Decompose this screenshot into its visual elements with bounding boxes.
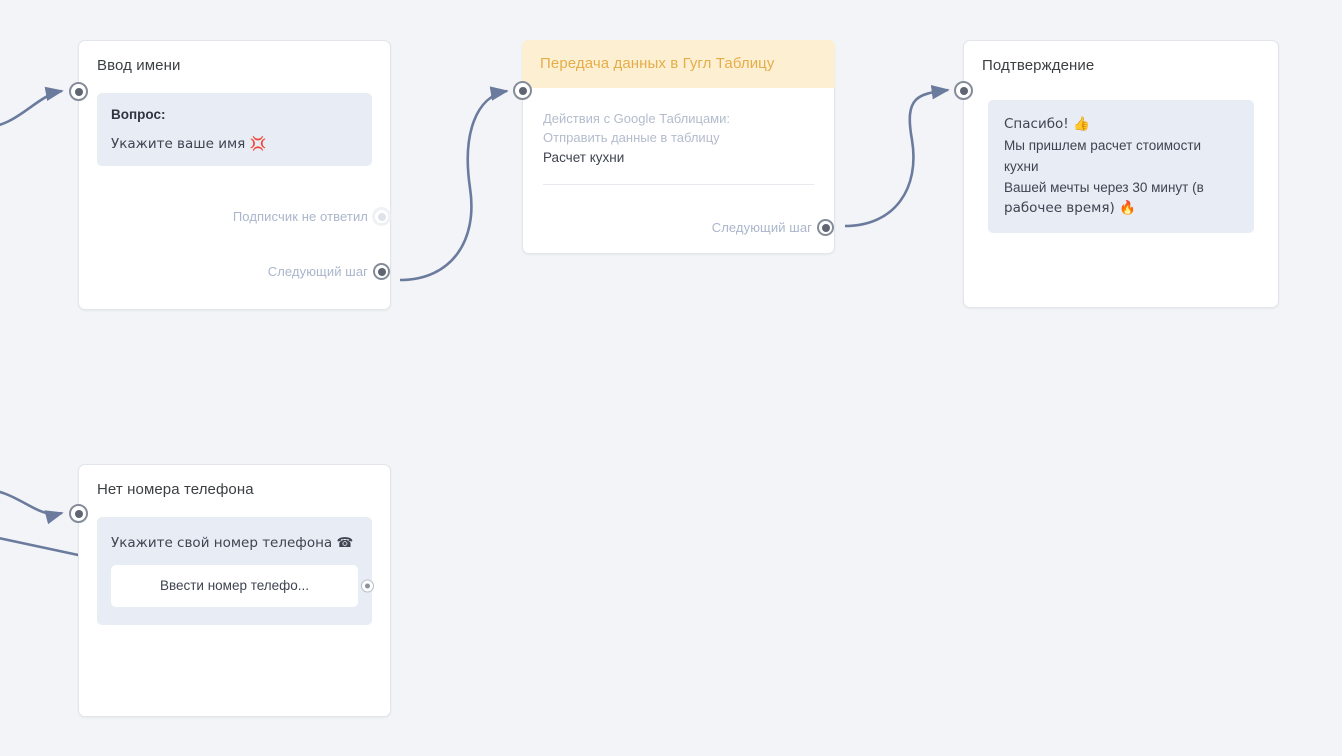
message-bubble-question: Вопрос: Укажите ваше имя 💢 (97, 93, 372, 166)
edge-incoming-no-phone (0, 490, 64, 525)
action-divider (543, 184, 814, 185)
node-google-sheets[interactable]: Передача данных в Гугл Таблицу Действия … (522, 40, 835, 254)
question-text: Укажите ваше имя 💢 (111, 136, 267, 152)
edge-incoming-name-input (0, 86, 64, 127)
port-label-no-answer: Подписчик не ответил (232, 209, 368, 224)
confirmation-line-2: Мы пришлем расчет стоимости кухни (1004, 138, 1202, 174)
phone-prompt-text: Укажите свой номер телефона ☎ (111, 535, 354, 551)
port-input-confirmation[interactable] (954, 81, 973, 100)
node-title-name-input: Ввод имени (97, 57, 181, 74)
port-input-no-phone[interactable] (69, 504, 88, 523)
node-body-name-input: Вопрос: Укажите ваше имя 💢 Подписчик не … (79, 75, 390, 298)
node-name-input[interactable]: Ввод имени Вопрос: Укажите ваше имя 💢 По… (78, 40, 391, 310)
node-confirmation[interactable]: Подтверждение Спасибо! 👍 Мы пришлем расч… (963, 40, 1279, 308)
port-label-sheets-next-step: Следующий шаг (711, 220, 812, 235)
message-bubble-phone-prompt: Укажите свой номер телефона ☎ Ввести ном… (97, 517, 374, 625)
message-bubble-confirmation: Спасибо! 👍 Мы пришлем расчет стоимости к… (988, 100, 1254, 233)
confirmation-line-3: Вашей мечты через 30 минут (в (1004, 180, 1204, 195)
node-body-confirmation: Спасибо! 👍 Мы пришлем расчет стоимости к… (964, 75, 1278, 251)
edge-name-input-to-sheets (399, 86, 509, 282)
action-subtitle-line1: Действия с Google Таблицами: (543, 111, 730, 126)
node-title-confirmation: Подтверждение (982, 57, 1095, 74)
port-row-sheets-next-step[interactable]: Следующий шаг (541, 219, 834, 236)
node-body-no-phone: Укажите свой номер телефона ☎ Ввести ном… (79, 499, 390, 643)
question-label: Вопрос: (111, 107, 166, 122)
port-input-name-input[interactable] (69, 82, 88, 101)
enter-phone-button-label: Ввести номер телефо... (159, 578, 310, 593)
port-input-google-sheets[interactable] (513, 81, 532, 100)
action-block-sheets: Действия с Google Таблицами: Отправить д… (541, 106, 816, 185)
port-next-step[interactable] (373, 263, 390, 280)
edge-sheets-to-confirmation (844, 84, 950, 228)
port-enter-phone[interactable] (361, 579, 374, 593)
node-no-phone[interactable]: Нет номера телефона Укажите свой номер т… (78, 464, 391, 717)
node-body-google-sheets: Действия с Google Таблицами: Отправить д… (523, 88, 834, 254)
port-no-answer[interactable] (373, 208, 390, 225)
enter-phone-button[interactable]: Ввести номер телефо... (111, 565, 374, 607)
port-sheets-next-step[interactable] (817, 219, 834, 236)
confirmation-line-1: Спасибо! 👍 (1004, 116, 1090, 132)
action-main-value: Расчет кухни (543, 150, 625, 165)
port-row-no-answer[interactable]: Подписчик не ответил (97, 208, 390, 225)
port-label-next-step: Следующий шаг (267, 264, 368, 279)
port-row-next-step[interactable]: Следующий шаг (97, 263, 390, 280)
node-title-google-sheets: Передача данных в Гугл Таблицу (522, 40, 835, 88)
action-subtitle-line2: Отправить данные в таблицу (543, 130, 720, 145)
node-title-no-phone: Нет номера телефона (97, 481, 254, 498)
confirmation-line-4: рабочее время) 🔥 (1004, 200, 1136, 216)
